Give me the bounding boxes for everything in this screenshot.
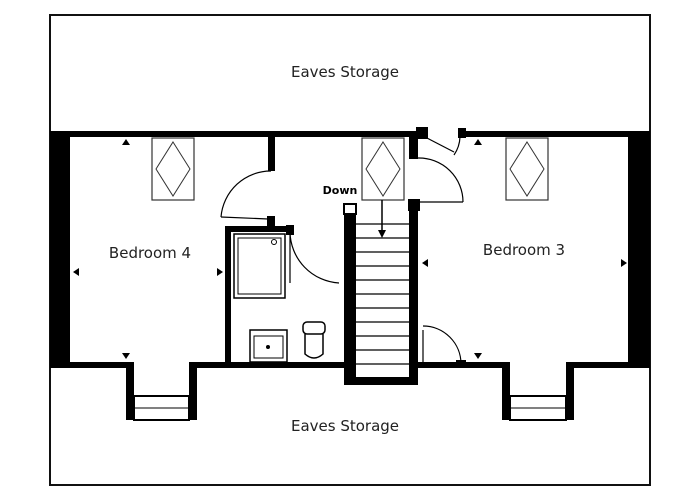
marker-b3-top <box>474 139 482 145</box>
stair-wall-bottom <box>344 377 417 385</box>
bath-wall-top-right <box>268 137 275 171</box>
staircase <box>356 223 409 365</box>
bath-wall-left <box>225 226 231 366</box>
skylight-bedroom-4 <box>151 137 195 201</box>
marker-b3-bottom <box>474 353 482 359</box>
cupboard-jamb <box>456 360 466 368</box>
door-cupboard <box>422 325 462 366</box>
door-bedroom-4 <box>220 170 272 220</box>
marker-b4-left <box>73 268 79 276</box>
label-eaves-top: Eaves Storage <box>291 63 399 81</box>
skylight-bedroom-3 <box>505 137 549 201</box>
door-bathroom <box>289 231 340 284</box>
door-eaves-top <box>424 136 461 156</box>
top-wall-left <box>50 131 426 137</box>
bath-jamb-right <box>286 225 294 235</box>
right-dormer-wall-b <box>566 362 574 420</box>
stair-post-top-left <box>343 203 357 215</box>
marker-b3-left <box>422 259 428 267</box>
label-stairs-down: Down <box>323 184 358 197</box>
marker-b3-right <box>621 259 627 267</box>
skylight-landing <box>361 137 405 201</box>
left-dormer-wall-b <box>189 362 197 420</box>
right-wall <box>628 131 650 368</box>
marker-b4-right <box>217 268 223 276</box>
wash-basin <box>249 329 288 363</box>
bottom-wall-left-mid <box>190 362 350 368</box>
label-bedroom-4: Bedroom 4 <box>109 244 191 262</box>
bottom-wall-left <box>50 362 134 368</box>
top-wall-post <box>416 127 428 139</box>
label-eaves-bottom: Eaves Storage <box>291 417 399 435</box>
marker-b4-bottom <box>122 353 130 359</box>
shower-tray <box>233 233 286 299</box>
door-bedroom-3 <box>417 157 464 203</box>
marker-b4-top <box>122 139 130 145</box>
label-bedroom-3: Bedroom 3 <box>483 241 565 259</box>
stair-direction-arrowhead <box>378 230 386 238</box>
left-wall <box>50 131 70 368</box>
top-wall-post-right <box>458 128 466 138</box>
top-wall-right <box>460 131 650 137</box>
stair-wall-left <box>344 205 356 385</box>
toilet <box>302 321 326 359</box>
bedroom3-wall-upper <box>409 137 418 159</box>
left-dormer-wall-a <box>126 362 134 420</box>
bedroom3-door-jamb <box>408 199 420 211</box>
bath-wall-top <box>225 226 290 232</box>
stair-wall-right <box>409 205 418 385</box>
right-dormer-wall-a <box>502 362 510 420</box>
bottom-wall-right <box>566 362 650 368</box>
bath-door-jamb <box>267 216 275 228</box>
